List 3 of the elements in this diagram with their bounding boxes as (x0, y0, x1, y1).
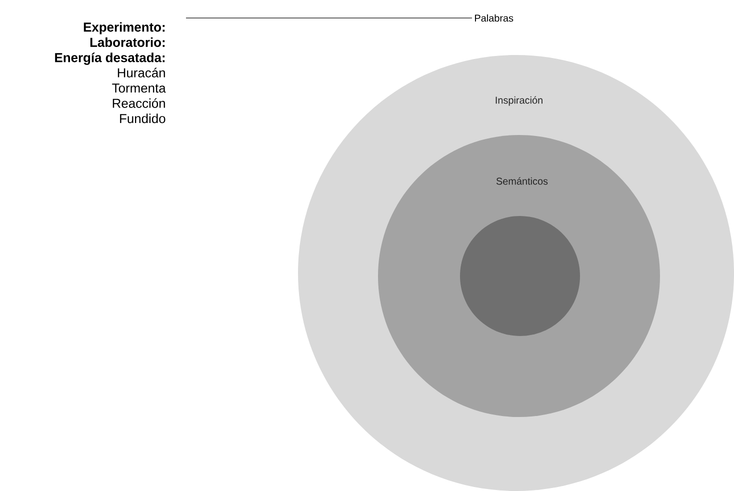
word-label: Palabras (475, 14, 514, 22)
inner-circle (460, 216, 580, 336)
text-list: Experimento: Laboratorio: Energía desatada: Huracán Tormenta Reacción Fundido (55, 22, 166, 124)
